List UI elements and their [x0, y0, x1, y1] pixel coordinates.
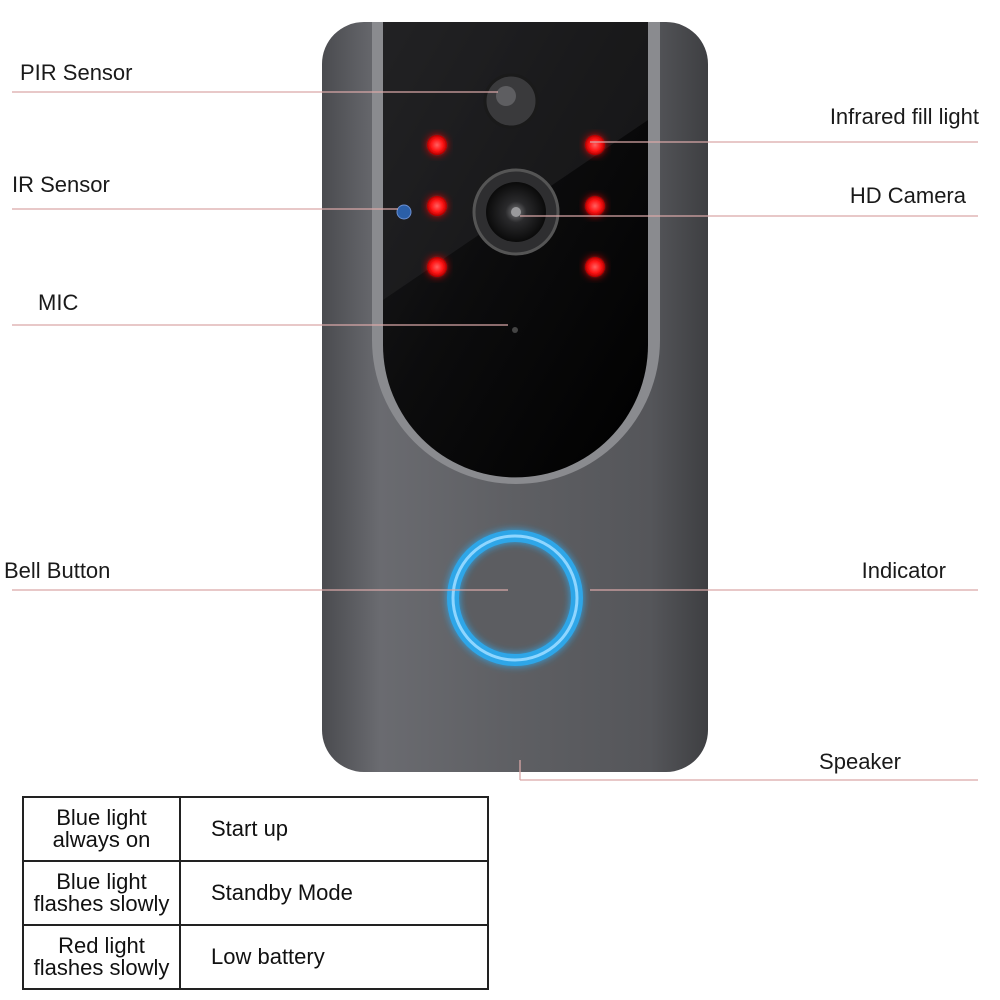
legend-meaning-cell: Standby Mode	[179, 860, 489, 926]
ir-led-icon	[427, 135, 447, 155]
legend-light-cell: Blue light always on	[22, 796, 181, 862]
ir-led-icon	[427, 196, 447, 216]
label-bell-button: Bell Button	[4, 558, 111, 583]
label-indicator: Indicator	[861, 558, 946, 583]
label-hd-camera: HD Camera	[849, 183, 966, 208]
ir-led-icon	[585, 196, 605, 216]
label-ir-sensor: IR Sensor	[12, 172, 110, 197]
legend-meaning-cell: Start up	[179, 796, 489, 862]
indicator-legend-table: Blue light always on Start up Blue light…	[22, 796, 489, 990]
legend-meaning-cell: Low battery	[179, 924, 489, 990]
ir-led-icon	[585, 257, 605, 277]
label-infrared-fill-light: Infrared fill light	[829, 104, 979, 129]
ir-sensor-icon	[396, 204, 412, 220]
label-mic: MIC	[38, 290, 79, 315]
table-row: Blue light flashes slowly Standby Mode	[22, 860, 489, 926]
bell-button-face[interactable]	[457, 540, 573, 656]
ir-led-icon	[585, 135, 605, 155]
label-speaker: Speaker	[819, 749, 901, 774]
mic-icon	[512, 327, 518, 333]
leader-lines	[12, 91, 978, 781]
table-row: Red light flashes slowly Low battery	[22, 924, 489, 990]
table-row: Blue light always on Start up	[22, 796, 489, 862]
label-pir-sensor: PIR Sensor	[20, 60, 133, 85]
legend-light-cell: Blue light flashes slowly	[22, 860, 181, 926]
ir-led-icon	[427, 257, 447, 277]
legend-light-cell: Red light flashes slowly	[22, 924, 181, 990]
